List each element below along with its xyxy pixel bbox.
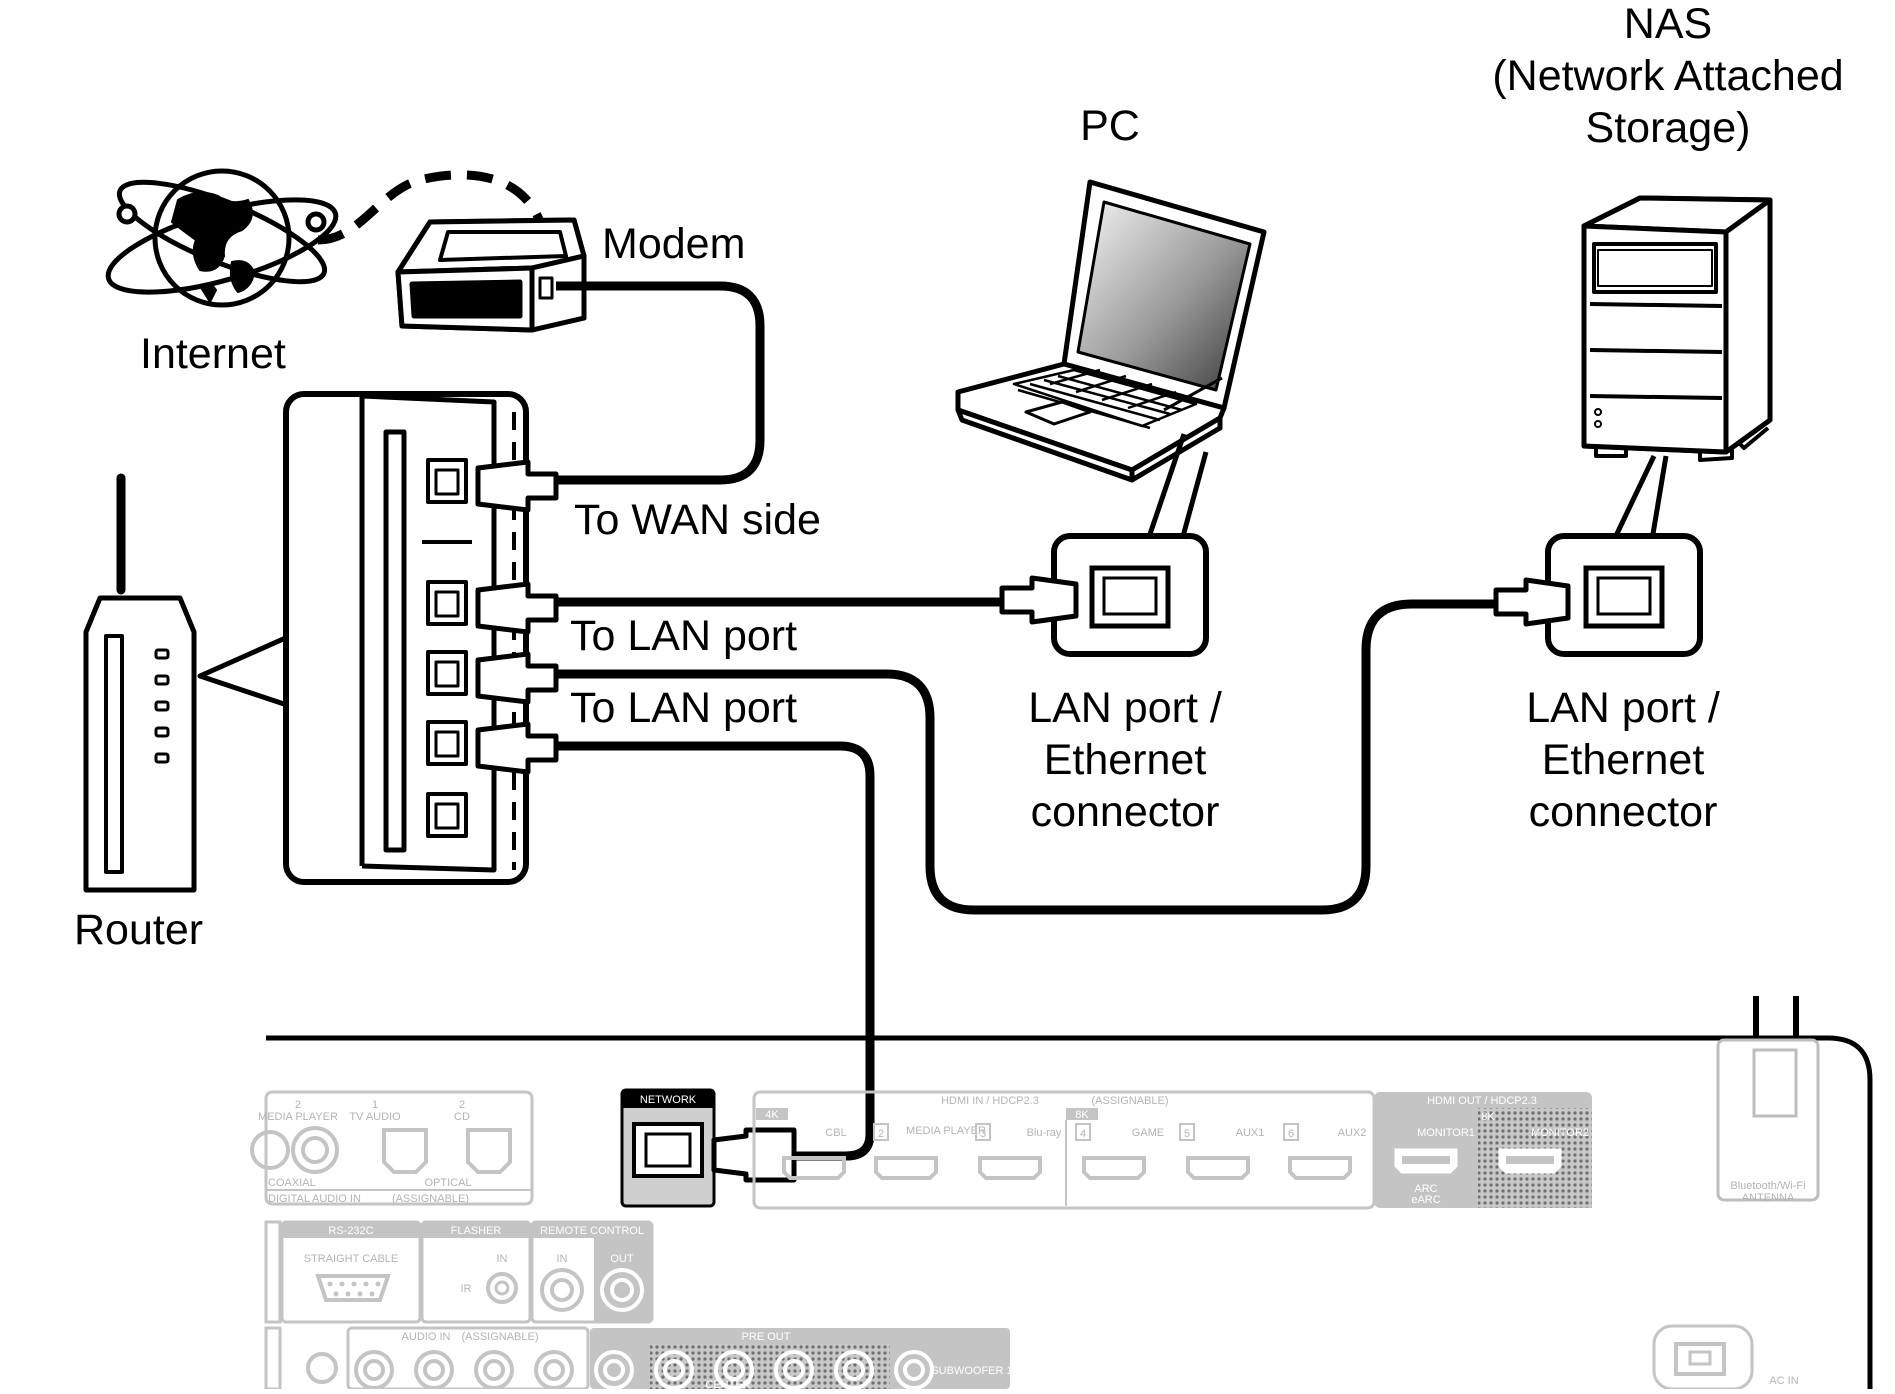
aux1-label: AUX1 (1236, 1127, 1265, 1139)
pc-lan-port-line-2: Ethernet (1043, 736, 1207, 784)
nas-lan-port-box (1545, 533, 1703, 657)
nas-callout-pointer (1611, 454, 1669, 542)
nas-label: NAS (Network Attached Storage) (1458, 0, 1878, 154)
subwoofer-label: SUBWOOFER 1 (931, 1365, 1012, 1377)
to-lan-port-label-1: To LAN port (570, 612, 798, 660)
cd-label: CD (454, 1111, 470, 1123)
input-num-2: 2 (295, 1099, 301, 1111)
bt-antenna-label-1: Bluetooth/Wi-Fi (1730, 1180, 1805, 1192)
hdmi-num-4: 4 (1080, 1128, 1086, 1140)
center-label: CENTER (705, 1379, 750, 1389)
hdmi-num-2: 2 (878, 1128, 884, 1140)
router-port-closeup (283, 391, 529, 885)
receiver-rear-panel: Bluetooth/Wi-Fi ANTENNA 2 MEDIA PLAYER 1… (250, 996, 1873, 1391)
router-icon (83, 473, 197, 893)
hdmi-num-3: 3 (980, 1128, 986, 1140)
pc-cable-plug (999, 575, 1079, 625)
pc-lan-port-box (1051, 533, 1209, 657)
pc-laptop-icon (955, 179, 1267, 483)
internet-globe-icon (105, 168, 339, 308)
remote-control-label: REMOTE CONTROL (540, 1225, 644, 1237)
aux2-label: AUX2 (1338, 1127, 1367, 1139)
hdmi-num-5: 5 (1184, 1128, 1190, 1140)
receiver-lan-cable (556, 741, 875, 1161)
hdmi-out-8k-badge: 8K (1481, 1111, 1495, 1123)
pc-label: PC (1080, 102, 1140, 150)
flasher-in-label: IN (497, 1253, 508, 1265)
digital-audio-in-sub: (ASSIGNABLE) (392, 1193, 469, 1205)
nas-label-line-1: NAS (1623, 0, 1713, 48)
network-port-label: NETWORK (640, 1094, 697, 1106)
modem-icon (395, 217, 587, 333)
nas-label-line-3: Storage) (1585, 104, 1751, 152)
nas-lan-cable (556, 599, 1500, 915)
cbl-label: CBL (825, 1127, 846, 1139)
modem-label: Modem (602, 220, 746, 268)
internet-link-dashed (317, 170, 545, 245)
arc-label: ARC (1414, 1183, 1437, 1195)
nas-lan-port-line-2: Ethernet (1541, 736, 1705, 784)
hdmi-in-sub: (ASSIGNABLE) (1091, 1095, 1168, 1107)
game-label: GAME (1132, 1127, 1164, 1139)
hdmi-media-player-label: MEDIA PLAYER (906, 1125, 986, 1137)
nas-label-line-2: (Network Attached (1492, 52, 1844, 100)
internet-label: Internet (140, 330, 286, 378)
pc-lan-port-label: LAN port / Ethernet connector (990, 682, 1260, 838)
optical-label: OPTICAL (424, 1177, 471, 1189)
digital-audio-in-label: DIGITAL AUDIO IN (268, 1193, 361, 1205)
hdmi-8k-badge: 8K (1075, 1109, 1089, 1121)
nas-lan-port-line-1: LAN port / (1526, 684, 1720, 732)
input-num-2b: 2 (459, 1099, 465, 1111)
hdmi-in-label: HDMI IN / HDCP2.3 (941, 1095, 1039, 1107)
remote-out-label: OUT (610, 1253, 634, 1265)
router-cable-plugs (475, 459, 559, 775)
router-callout-wedge (197, 633, 292, 709)
audio-in-sub: (ASSIGNABLE) (461, 1331, 538, 1343)
earc-label: eARC (1411, 1194, 1440, 1206)
input-num-1: 1 (372, 1099, 378, 1111)
pre-out-label: PRE OUT (742, 1331, 791, 1343)
nas-tower-icon (1581, 195, 1773, 462)
router-ports (426, 458, 468, 838)
pc-callout-pointer (1145, 433, 1209, 541)
hdmi-4k-badge: 4K (765, 1109, 779, 1121)
router-label: Router (74, 906, 204, 954)
bluray-label: Blu-ray (1027, 1127, 1062, 1139)
to-lan-port-label-2: To LAN port (570, 684, 798, 732)
pc-lan-port-line-1: LAN port / (1028, 684, 1222, 732)
wan-cable (540, 281, 765, 485)
ac-in-label: AC IN (1769, 1375, 1798, 1387)
hdmi-out-label: HDMI OUT / HDCP2.3 (1427, 1095, 1537, 1107)
straight-cable-label: STRAIGHT CABLE (304, 1253, 399, 1265)
bt-antenna-label-2: ANTENNA (1742, 1192, 1795, 1204)
audio-in-label: AUDIO IN (402, 1331, 451, 1343)
nas-lan-port-line-3: connector (1528, 788, 1718, 836)
coaxial-label: COAXIAL (268, 1177, 316, 1189)
remote-in-label: IN (557, 1253, 568, 1265)
tv-audio-label: TV AUDIO (349, 1111, 401, 1123)
hdmi-num-6: 6 (1288, 1128, 1294, 1140)
ir-label: IR (461, 1283, 472, 1295)
nas-lan-port-label: LAN port / Ethernet connector (1488, 682, 1758, 838)
nas-cable-plug (1493, 577, 1571, 627)
pc-lan-port-line-3: connector (1030, 788, 1220, 836)
rs232c-label: RS-232C (328, 1225, 373, 1237)
media-player-label: MEDIA PLAYER (258, 1111, 338, 1123)
flasher-label: FLASHER (451, 1225, 502, 1237)
to-wan-side-label: To WAN side (574, 496, 821, 544)
monitor1-label: MONITOR1 (1417, 1127, 1475, 1139)
monitor2-label: MONITOR2 (1531, 1127, 1589, 1139)
